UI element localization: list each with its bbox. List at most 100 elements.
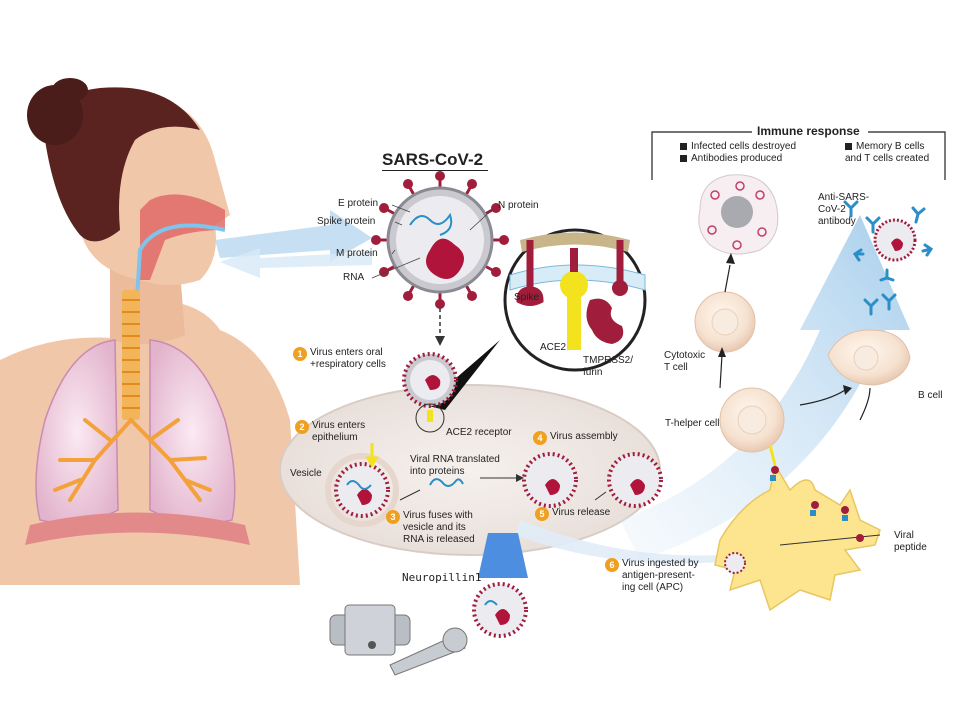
main-virus-rna <box>409 212 453 236</box>
ace2-inset <box>425 228 647 410</box>
airway-line <box>133 223 226 331</box>
lock-body <box>344 604 396 656</box>
ace2-receptor-mark <box>427 410 433 422</box>
tmprss2 <box>586 298 624 344</box>
step-5-number: 5 <box>535 507 549 521</box>
bullet-square-icon <box>845 142 852 150</box>
release-arrow <box>594 491 607 501</box>
antibody-line-1: Anti-SARS- <box>818 192 870 203</box>
step-6-line-3: ing cell (APC) <box>622 582 684 593</box>
step-6-number: 6 <box>605 558 619 572</box>
step-4-text: Virus assembly <box>550 431 618 442</box>
vesicle-virus <box>325 453 399 527</box>
b-cell-label: B cell <box>918 390 943 401</box>
apc-ingested-virus <box>724 552 746 574</box>
inset-ace2-label: ACE2 <box>540 342 567 353</box>
step-6-line-1: Virus ingested by <box>622 558 699 569</box>
antibodies <box>843 200 934 316</box>
main-virus-n-protein <box>426 238 464 279</box>
immune-arrowheads <box>718 253 852 395</box>
antibody-line-2: CoV-2 <box>818 204 846 215</box>
apc-mhc <box>770 475 848 521</box>
spike-right-head <box>612 280 628 296</box>
step-2-line-1: Virus enters <box>312 420 366 431</box>
hair-bun-top <box>52 78 88 102</box>
bullet-square-icon <box>680 154 687 162</box>
immune-bracket <box>651 131 946 180</box>
step-4-number: 4 <box>533 431 547 445</box>
assembly-virus <box>522 452 578 508</box>
memory-line-2: and T cells created <box>845 153 930 164</box>
viral-peptide-line-2: peptide <box>894 542 927 553</box>
immune-item-1: Antibodies produced <box>680 153 782 165</box>
immune-item-0: Infected cells destroyed <box>680 141 796 153</box>
step-1-number: 1 <box>293 347 307 361</box>
lock-keyhole <box>368 641 376 649</box>
memory-line-1: Memory B cells <box>856 141 925 152</box>
immune-item-1-text: Antibodies produced <box>691 153 783 164</box>
epithelium-arrow <box>365 443 379 469</box>
virus-entry-arrowhead <box>435 336 445 346</box>
destroyed-infected-cell <box>698 174 779 255</box>
diaphragm <box>25 512 250 545</box>
step-3-line-1: Virus fuses with <box>403 510 473 521</box>
trachea <box>122 290 140 420</box>
translation-arrowhead <box>516 474 524 482</box>
vesicle-virus-rna <box>346 480 372 490</box>
immune-response-title: Immune response <box>757 124 860 138</box>
step-1-line-1: Virus enters oral <box>310 347 383 358</box>
immune-big-arrow <box>620 215 910 560</box>
neuropilin-virus-rna <box>484 600 498 606</box>
entering-virus-n <box>425 375 441 390</box>
viral-peptide-line-1: Viral <box>894 530 914 541</box>
fuse-arrow <box>399 489 421 501</box>
step-1: 1 Virus enters oral+respiratory cells <box>293 347 386 371</box>
step-2-number: 2 <box>295 420 309 434</box>
virus-title: SARS-CoV-2 <box>382 150 484 169</box>
title-underline <box>382 170 488 171</box>
cytotoxic-line-1: Cytotoxic <box>664 350 706 361</box>
hair <box>44 87 200 242</box>
step-1-line-2: +respiratory cells <box>310 359 386 370</box>
exhale-arrow <box>220 248 372 278</box>
tmprss2-text: TMPRSS2/ <box>583 355 634 366</box>
virus-leader-lines <box>371 204 496 279</box>
released-rna <box>429 478 464 487</box>
viral-rna-line-1: Viral RNA translated <box>410 454 500 465</box>
assembly-virus-n <box>545 479 560 495</box>
entering-virus <box>402 352 458 408</box>
rna-label: RNA <box>343 272 365 283</box>
t-helper-link <box>768 444 777 466</box>
ace2-receptor-label: ACE2 receptor <box>446 427 512 438</box>
step-1-text: Virus enters oral+respiratory cells <box>310 347 386 371</box>
t-helper-label: T-helper cell <box>665 418 720 429</box>
step-5: 5 Virus release <box>535 507 610 521</box>
step-6-line-2: antigen-present- <box>622 570 695 581</box>
trachea-rings <box>122 299 140 409</box>
n-protein-label: N protein <box>498 200 539 211</box>
main-virus <box>371 171 509 309</box>
t-helper-nucleus <box>737 405 767 435</box>
key-bow <box>442 627 468 653</box>
antibody-line-3: antibody <box>818 216 856 227</box>
step-3-line-2: vesicle and its <box>403 522 466 533</box>
released-virus-n <box>630 479 645 495</box>
e-protein-label: E protein <box>338 198 379 209</box>
antigen-presenting-cell <box>714 462 881 612</box>
ace2-stalk <box>567 290 581 350</box>
neuropilin-receptor <box>478 533 528 578</box>
coated-virus-n <box>891 238 903 251</box>
antibody-coated-virus <box>843 200 934 316</box>
inset-spike-label: Spike <box>514 292 540 303</box>
ace2-receptor-circle <box>415 403 445 433</box>
